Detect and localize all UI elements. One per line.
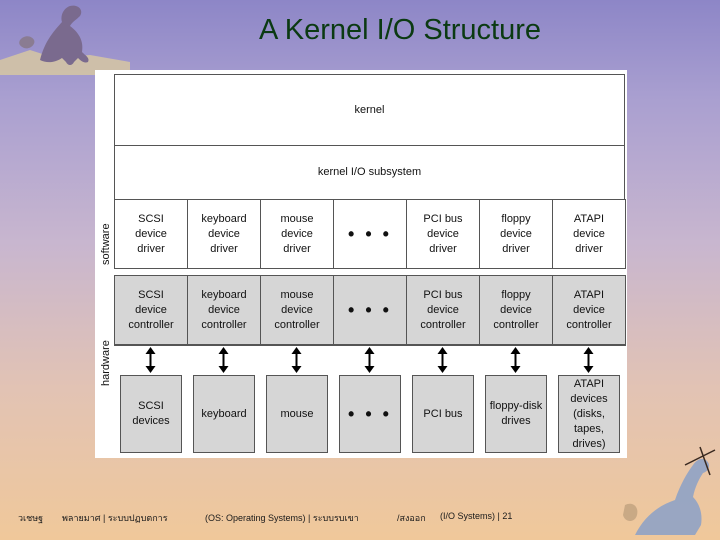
footer-author: วเชษฐ (18, 513, 44, 523)
col-6-device-box: ATAPI devices (disks, tapes, drives) (558, 375, 620, 453)
col-6-arrow-up-head (583, 347, 594, 354)
col-5-arrow-down-head (510, 366, 521, 373)
col-0-arrow-down-head (145, 366, 156, 373)
col-3-device-line: • • • (348, 403, 392, 424)
col-1-driver-line: keyboard (201, 212, 247, 225)
col-5-arrow-up-head (510, 347, 521, 354)
col-2-device-line: mouse (280, 407, 314, 420)
col-6-driver-line: driver (575, 242, 603, 255)
col-2-driver-line: driver (283, 242, 311, 255)
col-3-arrow-down-head (364, 366, 375, 373)
col-5-device-line: floppy-disk (489, 400, 543, 412)
col-5-controller-box: floppy device controller (479, 275, 553, 345)
col-6-device-line: drives) (572, 437, 606, 450)
col-6-controller-line: ATAPI (573, 288, 605, 301)
col-2-arrow-up-head (291, 347, 302, 354)
col-6-device-line: (disks, (573, 407, 605, 420)
col-5-device-line: drives (501, 415, 531, 427)
col-4-controller-line: controller (420, 318, 466, 331)
col-2-driver-box: mouse device driver (260, 199, 334, 269)
col-0-controller-box: SCSI device controller (114, 275, 188, 345)
col-0-controller-line: controller (128, 318, 174, 331)
col-1-controller-line: device (208, 303, 240, 316)
col-2-controller-line: controller (274, 318, 320, 331)
col-6-controller-line: device (573, 303, 605, 316)
col-1-arrow-down-head (218, 366, 229, 373)
col-0-driver-line: device (135, 227, 167, 240)
col-2-controller-line: mouse (280, 288, 314, 301)
col-0-controller-line: device (135, 303, 167, 316)
dinosaur-decoration-icon (623, 446, 716, 535)
col-5-driver-line: device (500, 227, 532, 240)
subsystem-label: kernel I/O subsystem (317, 166, 422, 178)
connection-arrows (145, 347, 594, 373)
col-4-controller-line: device (427, 303, 459, 316)
col-1-controller-line: keyboard (201, 288, 247, 301)
col-5-driver-line: floppy (501, 212, 531, 225)
col-3-driver-line: • • • (348, 223, 392, 244)
col-1-device-box: keyboard (193, 375, 255, 453)
col-2-device-box: mouse (266, 375, 328, 453)
col-5-device-box: floppy-disk drives (485, 375, 547, 453)
col-6-arrow-down-head (583, 366, 594, 373)
kernel-label: kernel (354, 103, 385, 116)
col-0-device-line: devices (132, 415, 170, 427)
col-3-driver-box: • • • (333, 199, 407, 269)
controller-bottom-border (114, 345, 626, 346)
col-4-device-box: PCI bus (412, 375, 474, 453)
col-0-arrow-up-head (145, 347, 156, 354)
col-4-arrow-up-head (437, 347, 448, 354)
col-1-arrow-up-head (218, 347, 229, 354)
col-1-driver-line: driver (210, 242, 238, 255)
col-6-device-line: tapes, (574, 422, 604, 435)
col-4-device-line: PCI bus (423, 407, 463, 420)
footer-page: (I/O Systems) | 21 (440, 511, 513, 521)
col-3-device-box: • • • (339, 375, 401, 453)
col-6-device-line: ATAPI (573, 377, 605, 390)
col-5-controller-line: device (500, 303, 532, 316)
footer-os: (OS: Operating Systems) | ระบบรบเขา (205, 513, 359, 523)
col-4-driver-line: PCI bus (423, 212, 463, 225)
col-0-driver-line: SCSI (138, 212, 164, 225)
col-6-controller-box: ATAPI device controller (552, 275, 626, 345)
col-5-controller-line: controller (493, 318, 539, 331)
col-2-arrow-down-head (291, 366, 302, 373)
dinosaur-logo-icon (0, 5, 130, 75)
col-6-controller-line: controller (566, 318, 612, 331)
kernel-layer: kernel (114, 74, 625, 146)
col-4-driver-line: device (427, 227, 459, 240)
col-4-controller-line: PCI bus (423, 288, 463, 301)
col-2-driver-line: mouse (280, 212, 314, 225)
col-6-driver-line: ATAPI (573, 212, 605, 225)
col-4-arrow-down-head (437, 366, 448, 373)
col-5-driver-box: floppy device driver (479, 199, 553, 269)
col-5-driver-line: driver (502, 242, 530, 255)
col-2-controller-line: device (281, 303, 313, 316)
col-2-driver-line: device (281, 227, 313, 240)
col-1-driver-line: device (208, 227, 240, 240)
col-5-controller-line: floppy (501, 288, 531, 301)
col-6-driver-line: device (573, 227, 605, 240)
col-4-driver-box: PCI bus device driver (406, 199, 480, 269)
col-1-controller-line: controller (201, 318, 247, 331)
col-1-device-line: keyboard (201, 407, 247, 420)
col-4-driver-line: driver (429, 242, 457, 255)
col-6-device-line: devices (570, 392, 608, 405)
col-0-driver-line: driver (137, 242, 165, 255)
col-3-controller-line: • • • (348, 299, 392, 320)
col-0-driver-box: SCSI device driver (114, 199, 188, 269)
page-title: A Kernel I/O Structure (258, 14, 542, 46)
col-4-controller-box: PCI bus device controller (406, 275, 480, 345)
col-2-controller-box: mouse device controller (260, 275, 334, 345)
col-0-controller-line: SCSI (138, 288, 164, 301)
col-0-device-line: SCSI (138, 400, 164, 412)
footer-course: พลายมาศ | ระบบปฏบตการ (62, 513, 168, 523)
col-6-driver-box: ATAPI device driver (552, 199, 626, 269)
col-1-controller-box: keyboard device controller (187, 275, 261, 345)
kernel-io-diagram: software hardware kernel kernel I/O subs… (95, 70, 627, 458)
col-0-device-box: SCSI devices (120, 375, 182, 453)
footer-io: /สงออก (397, 513, 426, 523)
col-3-arrow-up-head (364, 347, 375, 354)
